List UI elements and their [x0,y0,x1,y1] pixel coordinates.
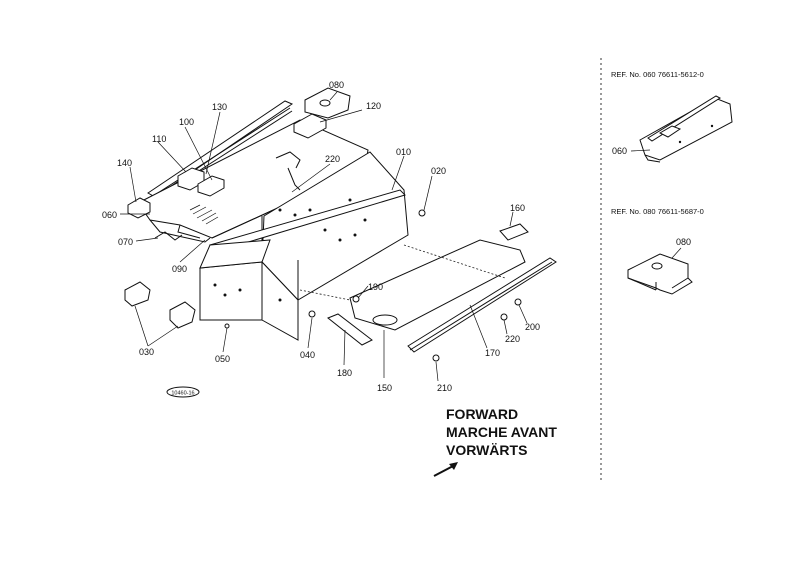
label-040: 040 [300,350,315,360]
part-labels: 080 120 130 100 110 140 220 010 020 060 … [102,80,540,393]
ref-top-text: REF. No. 060 76611-5612-0 [611,70,704,79]
label-130: 130 [212,102,227,112]
leader-lines [120,91,528,382]
stamp: 10460-16 [166,386,200,398]
label-200: 200 [525,322,540,332]
main-frame [199,151,409,341]
tray-hatching [189,204,219,225]
label-150: 150 [377,383,392,393]
direction-block: FORWARD MARCHE AVANT VORWÄRTS [433,406,557,477]
label-190: 190 [368,282,383,292]
label-110: 110 [152,134,166,144]
fasteners [224,209,522,362]
label-220-bottom: 220 [505,334,520,344]
frame-holes [213,198,367,302]
direction-line-1: FORWARD [446,406,518,422]
label-170: 170 [485,348,500,358]
ref-panel-bottom: REF. No. 080 76611-5687-0 080 [611,207,704,295]
ref-panel-top: REF. No. 060 76611-5612-0 060 [611,70,733,163]
direction-line-3: VORWÄRTS [446,442,527,458]
brackets [124,231,196,329]
stamp-text: 10460-16 [171,391,194,397]
label-120: 120 [366,101,381,111]
direction-line-2: MARCHE AVANT [446,424,557,440]
label-090: 090 [172,264,187,274]
lower-tray-assembly [299,223,557,353]
ref-top-label: 060 [612,146,627,156]
label-020: 020 [431,166,446,176]
label-010: 010 [396,147,411,157]
label-050: 050 [215,354,230,364]
label-210: 210 [437,383,452,393]
label-100: 100 [179,117,194,127]
label-180: 180 [337,368,352,378]
ref-bottom-label: 080 [676,237,691,247]
label-140: 140 [117,158,132,168]
label-160: 160 [510,203,525,213]
label-070: 070 [118,237,133,247]
label-080: 080 [329,80,344,90]
label-220-top: 220 [325,154,340,164]
top-tray-assembly [127,87,369,243]
label-030: 030 [139,347,154,357]
label-060: 060 [102,210,117,220]
ref-bottom-text: REF. No. 080 76611-5687-0 [611,207,704,216]
forward-arrow-icon [433,462,458,477]
